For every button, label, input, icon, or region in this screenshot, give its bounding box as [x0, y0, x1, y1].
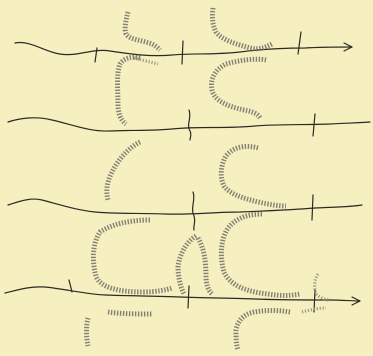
- fragment-9: [198, 238, 212, 294]
- strand-2-tick-a: [189, 110, 191, 140]
- strand-4-tick-b: [188, 286, 189, 308]
- fragment-6: [221, 146, 286, 206]
- strand-4: [5, 280, 360, 312]
- strand-1-tick-c: [298, 32, 301, 54]
- fragment-14: [236, 311, 290, 351]
- fragment-2: [212, 8, 272, 49]
- fragment-3b: [134, 58, 158, 64]
- strand-1-line: [15, 43, 352, 56]
- fragment-4: [212, 59, 266, 118]
- strand-1-tick-a: [95, 48, 97, 62]
- fragment-5: [107, 142, 140, 200]
- strand-2: [8, 110, 370, 140]
- fragment-3: [118, 57, 141, 124]
- fragment-8: [178, 236, 196, 294]
- strand-3: [8, 192, 362, 230]
- fragment-10: [221, 214, 300, 296]
- strand-3-line: [8, 199, 362, 214]
- strand-1-tick-b: [182, 41, 183, 64]
- fragment-1: [125, 12, 160, 50]
- fragment-11: [315, 274, 330, 300]
- fragments: [87, 8, 331, 350]
- strand-1: [15, 32, 352, 64]
- strand-3-tick-a: [193, 192, 195, 230]
- fragment-13: [108, 312, 152, 314]
- strand-3-tick-b: [312, 195, 313, 220]
- fragment-12: [87, 318, 89, 346]
- fragment-7: [93, 220, 172, 292]
